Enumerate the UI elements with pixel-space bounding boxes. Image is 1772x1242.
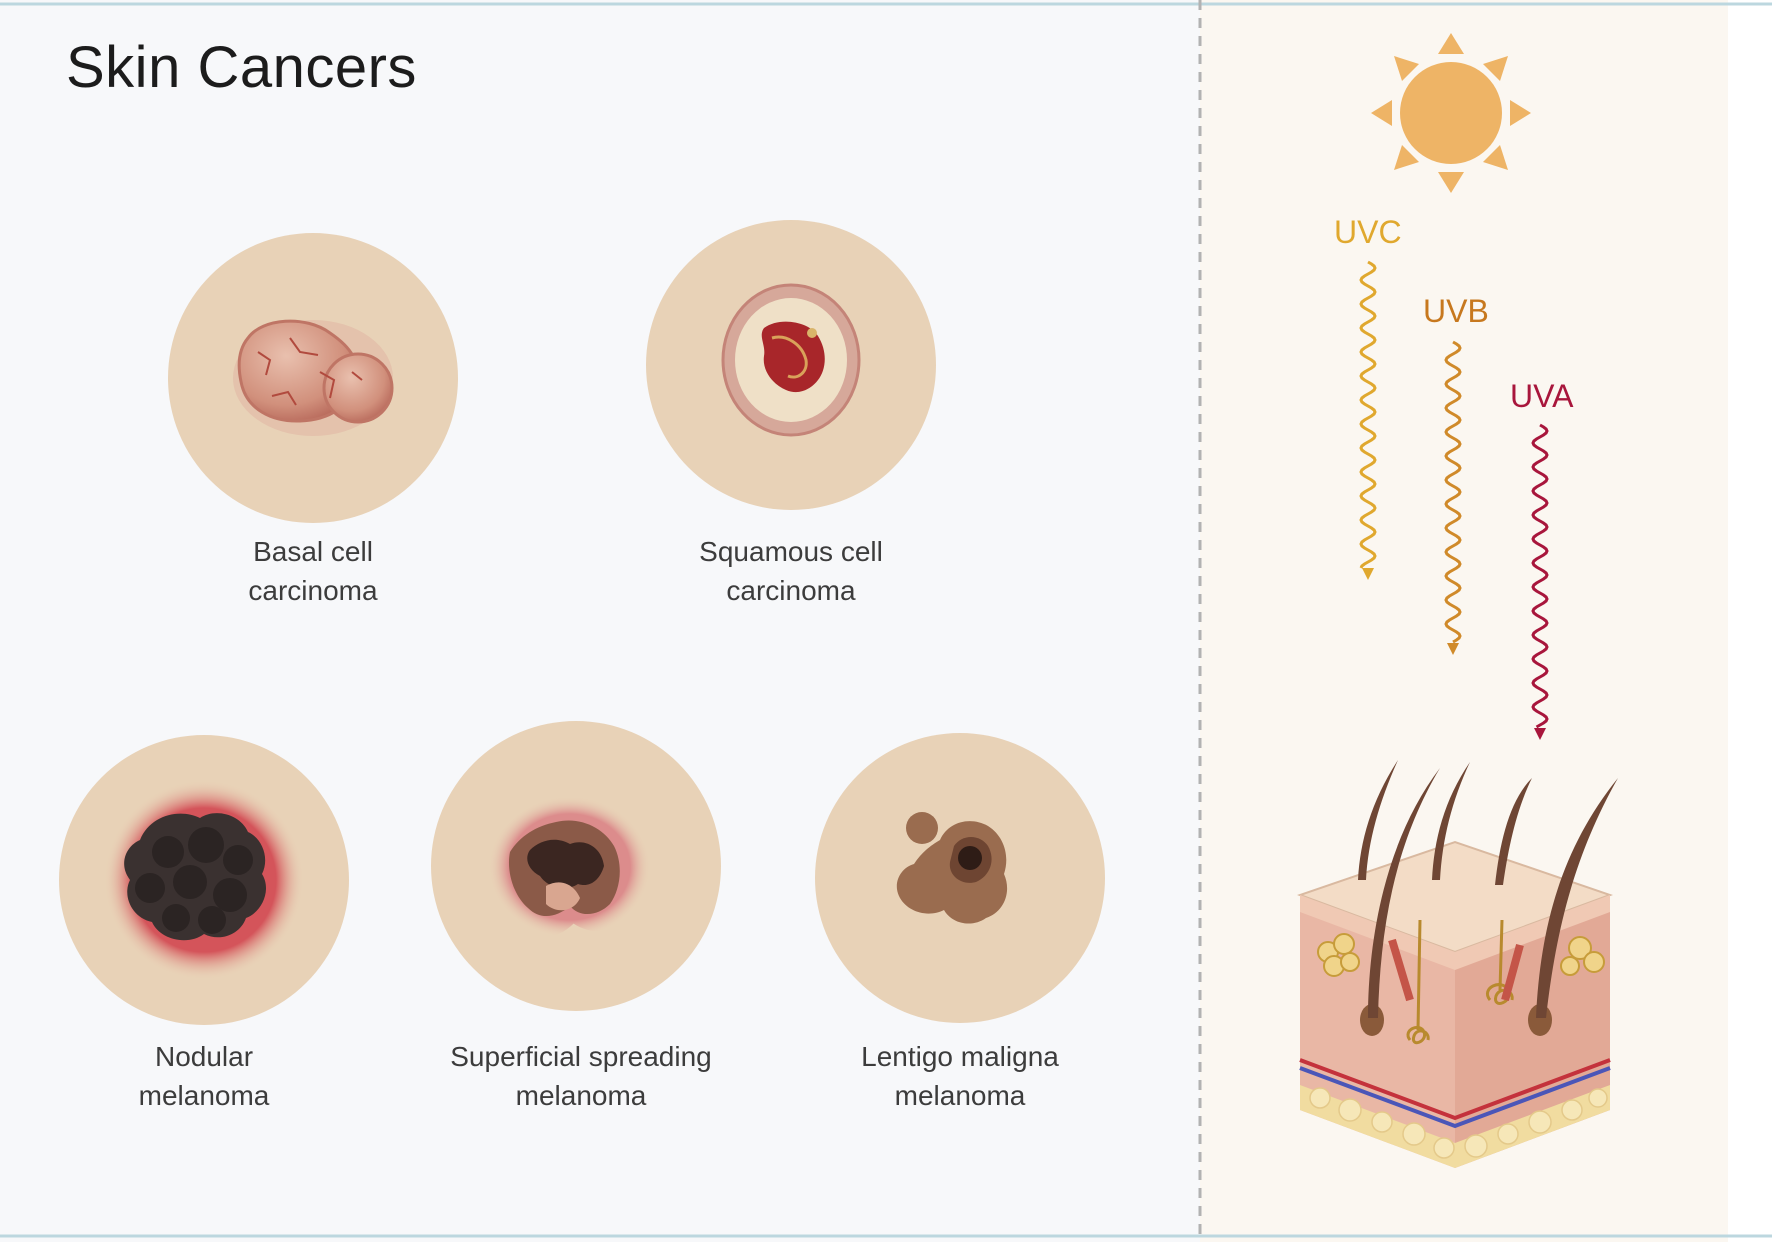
squamous-cell-label-line1: Squamous cell	[699, 536, 883, 567]
nodular-melanoma-label: Nodular melanoma	[34, 1037, 374, 1115]
figure-title: Skin Cancers	[66, 35, 417, 100]
lentigo-maligna-label: Lentigo maligna melanoma	[790, 1037, 1130, 1115]
lentigo-maligna-lesion-icon	[815, 733, 1105, 1023]
basal-cell-label: Basal cell carcinoma	[143, 532, 483, 610]
uvc-label: UVC	[1334, 214, 1402, 250]
sun-icon	[1371, 33, 1531, 193]
nodular-melanoma-label-line1: Nodular	[154, 1041, 254, 1072]
squamous-cell-label: Squamous cell carcinoma	[621, 532, 961, 610]
uva-label: UVA	[1510, 378, 1574, 414]
superficial-spreading-label-line1: Superficial spreading	[450, 1041, 712, 1072]
superficial-spreading-label-line2: melanoma	[515, 1080, 647, 1111]
squamous-cell-label-line2: carcinoma	[726, 575, 856, 606]
skin-cross-section-icon	[1297, 760, 1618, 1168]
uvb-label: UVB	[1423, 293, 1489, 329]
basal-cell-label-line1: Basal cell	[253, 536, 373, 567]
uvc-ray-arrow	[1359, 260, 1377, 580]
squamous-cell-lesion-icon	[646, 220, 936, 510]
nodular-melanoma-lesion-icon	[59, 735, 349, 1025]
lentigo-maligna-label-line2: melanoma	[894, 1080, 1026, 1111]
superficial-spreading-lesion-icon	[431, 721, 721, 1011]
superficial-spreading-label: Superficial spreading melanoma	[411, 1037, 751, 1115]
uvb-ray-arrow	[1444, 340, 1462, 655]
lentigo-maligna-label-line1: Lentigo maligna	[861, 1041, 1059, 1072]
basal-cell-label-line2: carcinoma	[248, 575, 378, 606]
left-panel-bg	[0, 0, 1200, 1242]
nodular-melanoma-label-line2: melanoma	[138, 1080, 270, 1111]
uva-ray-arrow	[1531, 423, 1549, 740]
basal-cell-lesion-icon	[168, 233, 458, 523]
